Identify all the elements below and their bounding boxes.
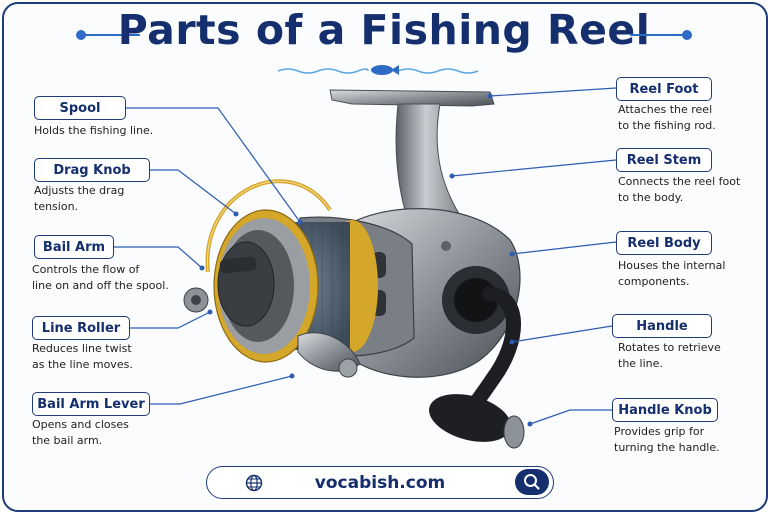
desc-drag-knob-line-1: Adjusts the drag [34, 183, 124, 199]
desc-handle: Rotates to retrieve the line. [618, 340, 721, 372]
desc-reel-body-line-1: Houses the internal [618, 258, 725, 274]
desc-reel-stem-line-1: Connects the reel foot [618, 174, 740, 190]
label-line-roller: Line Roller [32, 316, 130, 340]
label-bail-arm-lever: Bail Arm Lever [32, 392, 150, 416]
desc-reel-stem: Connects the reel foot to the body. [618, 174, 740, 206]
label-reel-body: Reel Body [616, 231, 712, 255]
desc-line-roller-line-1: Reduces line twist [32, 341, 133, 357]
label-bail-arm: Bail Arm [34, 235, 114, 259]
desc-bail-arm-lever: Opens and closes the bail arm. [32, 417, 129, 449]
desc-reel-foot-line-1: Attaches the reel [618, 102, 716, 118]
desc-bail-arm-lever-line-2: the bail arm. [32, 433, 129, 449]
label-handle: Handle [612, 314, 712, 338]
desc-bail-arm: Controls the flow of line on and off the… [32, 262, 169, 294]
desc-handle-line-1: Rotates to retrieve [618, 340, 721, 356]
drag-knob [218, 242, 274, 326]
desc-bail-arm-line-1: Controls the flow of [32, 262, 169, 278]
desc-handle-knob: Provides grip for turning the handle. [614, 424, 720, 456]
wave-fish-decoration [278, 65, 478, 75]
desc-handle-knob-line-2: turning the handle. [614, 440, 720, 456]
desc-bail-arm-lever-line-1: Opens and closes [32, 417, 129, 433]
desc-reel-body: Houses the internal components. [618, 258, 725, 290]
desc-spool-line-1: Holds the fishing line. [34, 123, 153, 139]
desc-spool: Holds the fishing line. [34, 123, 153, 139]
desc-reel-stem-line-2: to the body. [618, 190, 740, 206]
desc-line-roller-line-2: as the line moves. [32, 357, 133, 373]
label-reel-stem: Reel Stem [616, 148, 712, 172]
search-icon [515, 469, 549, 495]
label-handle-knob: Handle Knob [612, 398, 718, 422]
website-url[interactable]: vocabish.com [207, 473, 553, 493]
desc-drag-knob-line-2: tension. [34, 199, 124, 215]
label-drag-knob: Drag Knob [34, 158, 150, 182]
desc-bail-arm-line-2: line on and off the spool. [32, 278, 169, 294]
label-spool: Spool [34, 96, 126, 120]
desc-drag-knob: Adjusts the drag tension. [34, 183, 124, 215]
desc-reel-foot: Attaches the reel to the fishing rod. [618, 102, 716, 134]
desc-handle-line-2: the line. [618, 356, 721, 372]
desc-handle-knob-line-1: Provides grip for [614, 424, 720, 440]
desc-reel-foot-line-2: to the fishing rod. [618, 118, 716, 134]
desc-line-roller: Reduces line twist as the line moves. [32, 341, 133, 373]
website-bar[interactable]: vocabish.com [206, 466, 554, 499]
search-button[interactable] [515, 469, 549, 495]
label-reel-foot: Reel Foot [616, 77, 712, 101]
desc-reel-body-line-2: components. [618, 274, 725, 290]
